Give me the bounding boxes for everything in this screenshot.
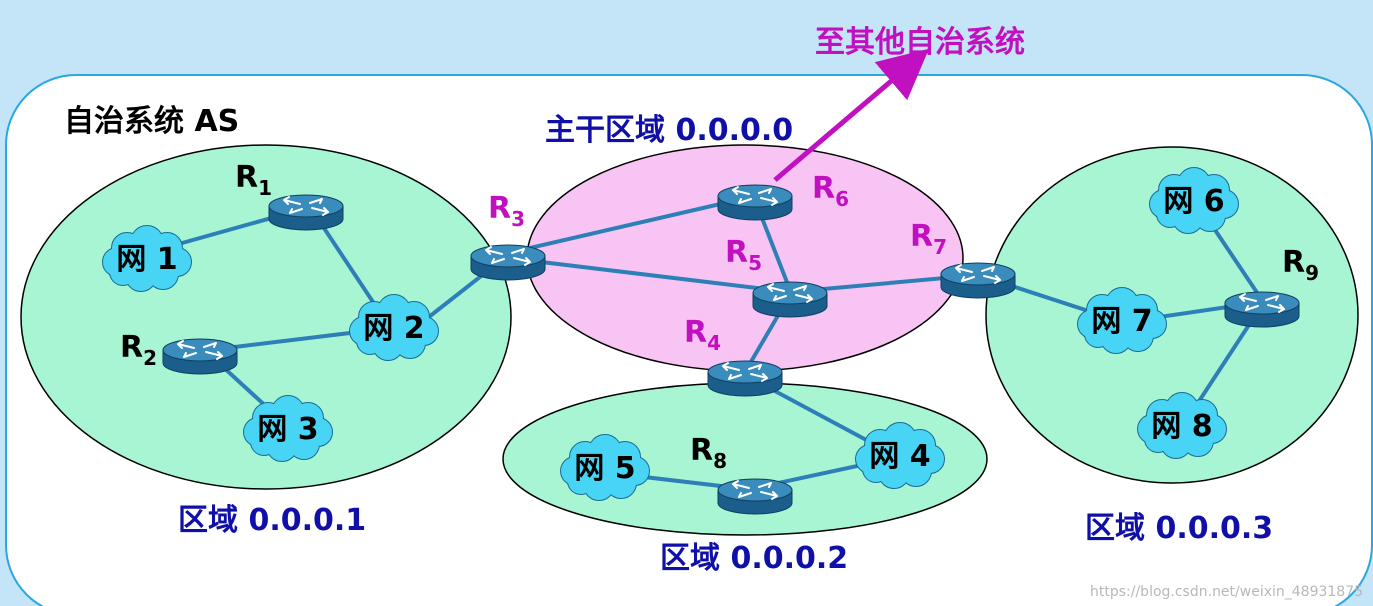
router-arrow-2 [491,258,505,264]
area-0001-label: 区域 0.0.0.1 [178,503,366,538]
router-arrow-1 [1267,304,1285,313]
network-3-label: 网 3 [257,412,318,447]
router-arrow-0 [767,283,785,292]
router-r6-icon [717,184,793,221]
external-as-arrow [773,48,930,182]
router-arrow-2 [961,276,975,282]
router-arrow-1 [750,373,768,382]
router-r4-icon [707,360,783,397]
network-4-label: 网 4 [869,439,930,474]
network-1-label: 网 1 [116,242,177,277]
external-as-label: 至其他自治系统 [815,25,1025,60]
router-arrow-1 [205,351,223,360]
network-3-cloud: 网 3 [243,395,333,462]
network-6-label: 网 6 [1163,184,1224,219]
router-arrow-0 [732,480,750,489]
router-arrow-3 [981,266,995,272]
router-r5-label: R5 [725,235,762,275]
router-r2-label: R2 [120,330,157,370]
router-arrow-1 [760,491,778,500]
router-arrow-0 [732,186,750,195]
area-0003-label: 区域 0.0.0.3 [1085,511,1273,546]
router-arrow-3 [309,198,323,204]
router-arrow-1 [760,197,778,206]
network-6-cloud: 网 6 [1149,167,1239,234]
router-arrow-1 [983,275,1001,284]
network-8-cloud: 网 8 [1137,392,1227,459]
router-arrow-0 [955,264,973,273]
link-r3-r6 [507,194,756,255]
router-arrow-0 [1239,293,1257,302]
router-arrow-1 [795,294,813,303]
router-arrow-3 [758,482,772,488]
autonomous-system-label: 自治系统 AS [64,104,239,139]
router-r8-icon [717,478,793,515]
router-arrow-2 [183,352,197,358]
router-arrow-2 [773,295,787,301]
router-arrow-3 [758,188,772,194]
router-arrow-0 [177,340,195,349]
router-arrow-0 [485,246,503,255]
router-r2-icon [162,338,238,375]
router-arrow-2 [738,492,752,498]
router-r3-label: R3 [488,191,525,231]
router-arrow-2 [738,198,752,204]
network-7-cloud: 网 7 [1077,287,1167,354]
network-8-label: 网 8 [1151,409,1212,444]
router-arrow-2 [728,374,742,380]
router-arrow-0 [722,362,740,371]
network-5-cloud: 网 5 [560,434,650,501]
watermark-text: https://blog.csdn.net/weixin_48931875 [1090,584,1363,600]
link-r3-r5 [507,256,791,294]
router-r8-label: R8 [690,433,727,473]
router-arrow-1 [311,207,329,216]
backbone-area-label: 主干区域 0.0.0.0 [545,113,793,148]
router-r1-icon [268,194,344,231]
router-arrow-2 [1245,305,1259,311]
router-r6-label: R6 [812,171,849,211]
router-r4-label: R4 [684,315,721,355]
router-r9-icon [1224,291,1300,328]
router-r7-label: R7 [910,219,947,259]
router-r1-label: R1 [235,160,272,200]
router-r9-label: R9 [1282,245,1319,285]
router-arrow-3 [748,364,762,370]
network-4-cloud: 网 4 [855,422,945,489]
router-r7-icon [940,262,1016,299]
router-r3-icon [470,244,546,281]
network-7-label: 网 7 [1091,304,1152,339]
router-arrow-3 [203,342,217,348]
area-0002-label: 区域 0.0.0.2 [660,541,848,576]
network-2-label: 网 2 [363,311,424,346]
router-arrow-1 [513,257,531,266]
router-arrow-2 [289,208,303,214]
router-arrow-3 [793,285,807,291]
network-5-label: 网 5 [574,451,635,486]
router-arrow-3 [511,248,525,254]
router-arrow-3 [1265,295,1279,301]
router-arrow-0 [283,196,301,205]
network-2-cloud: 网 2 [349,294,439,361]
router-r5-icon [752,281,828,318]
network-1-cloud: 网 1 [102,225,192,292]
